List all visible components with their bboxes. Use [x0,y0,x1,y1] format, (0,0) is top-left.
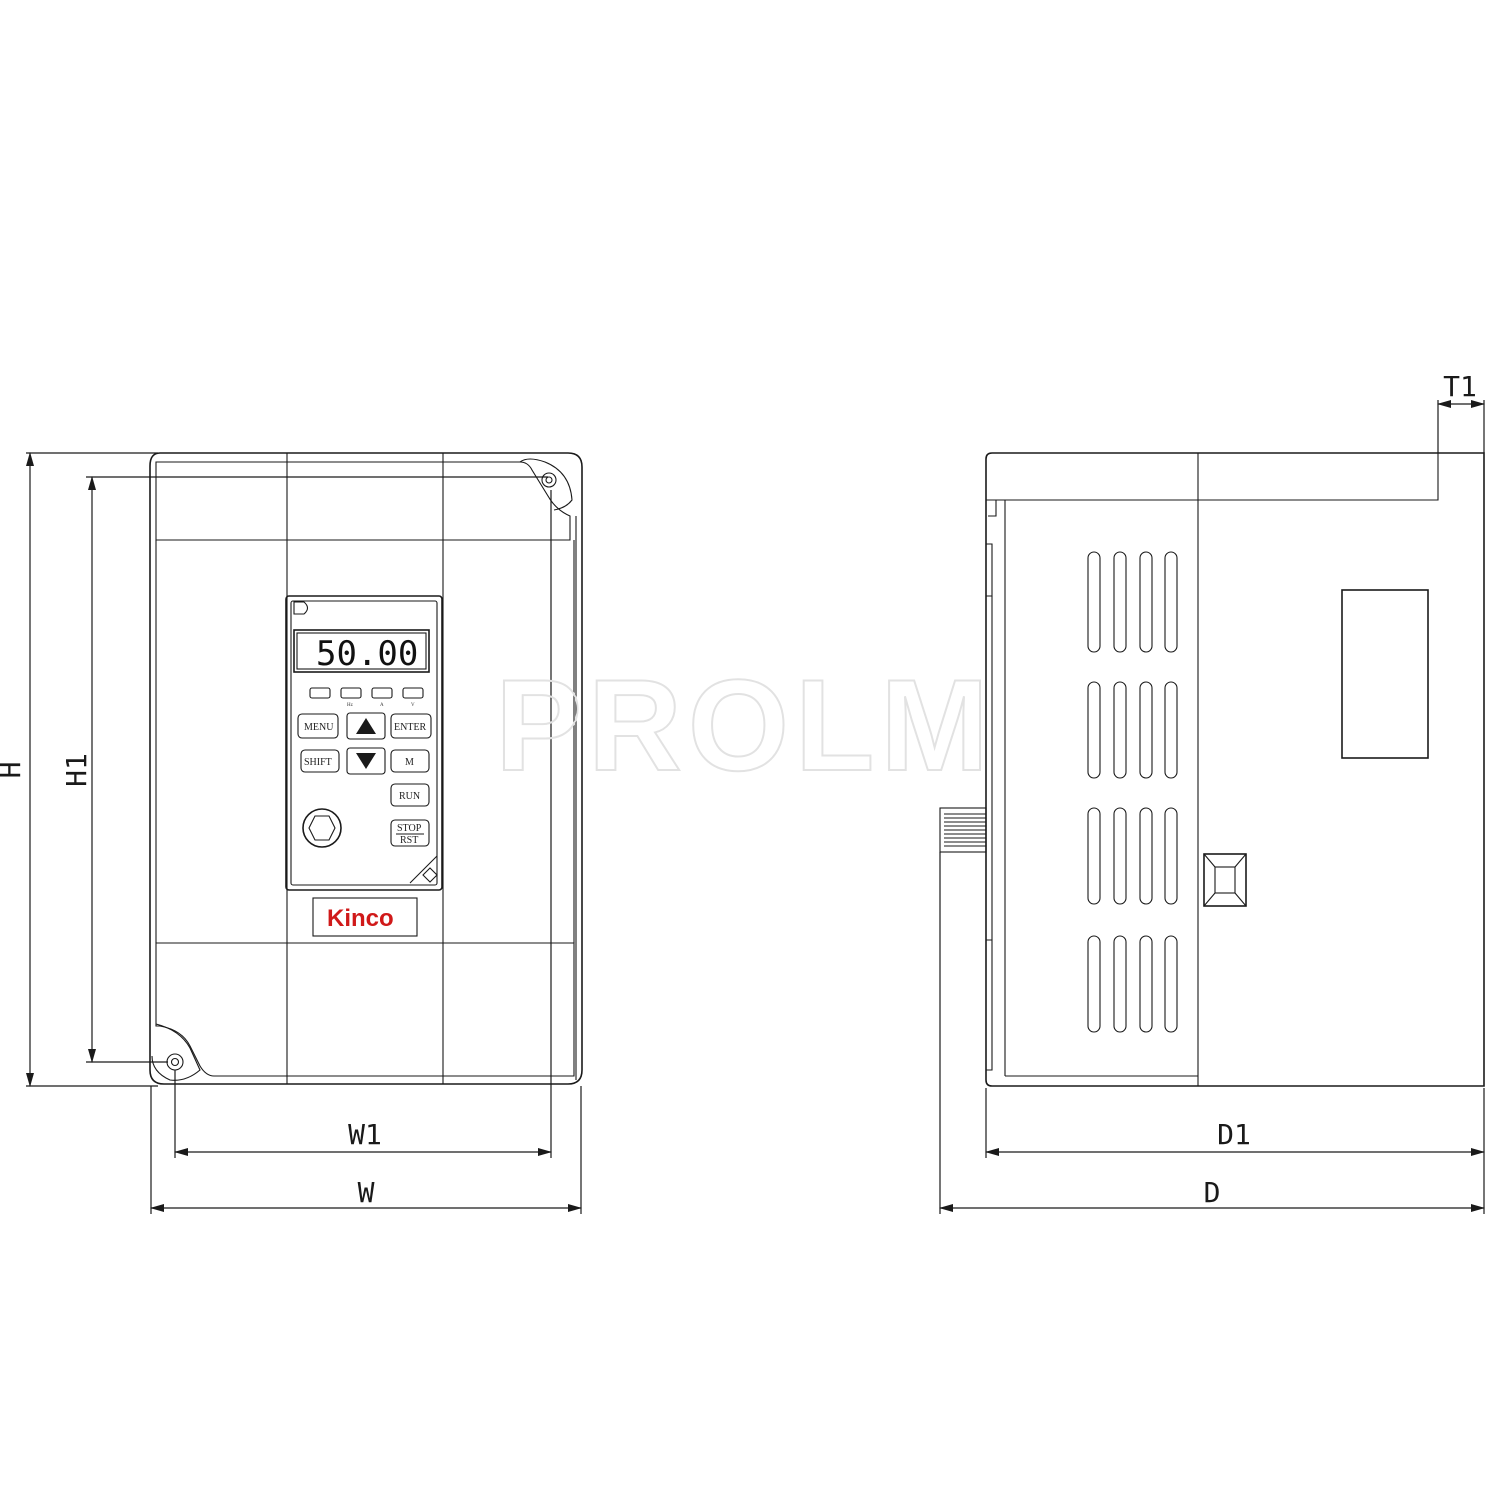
led-v [402,687,424,699]
enter-key-label: ENTER [394,722,427,733]
m-key-label: M [405,757,414,768]
mounting-tab-top [519,458,573,511]
w1-label: W1 [348,1118,382,1151]
lcd-value: 50.00 [316,634,418,674]
mounting-tab-bottom [151,1023,201,1081]
vent-slot [1139,681,1153,779]
vent-slot [1139,935,1153,1033]
enter-key [390,713,432,739]
vent-slot [1113,551,1127,653]
side-housing-outline [985,452,1485,1087]
side-view [939,452,1485,1087]
shift-key [300,749,340,773]
potentiometer-hex [308,815,336,841]
up-arrow-icon [356,718,376,734]
front-bottom-band [155,942,575,1077]
vent-slot [1139,551,1153,653]
stop-key-label: STOP [397,823,422,834]
w-label: W [358,1176,375,1209]
knob-shaft [939,807,987,853]
stop-reset-key [390,819,430,847]
front-housing-outline [149,452,583,1085]
vent-slot [1087,681,1101,779]
down-key [346,747,386,775]
menu-key [297,713,339,739]
run-key-label: RUN [399,791,420,802]
lcd-display-inner [296,632,427,670]
keypad-panel: 50.00 Hz A V MENU ENTER SHIFT M [285,595,443,891]
vent-slot [1087,935,1101,1033]
mounting-hole-top-inner [545,476,553,484]
keypad-diamond-icon [422,867,438,883]
vent-slot [1164,935,1178,1033]
side-top-step [986,453,1439,501]
led-label-hz: Hz [347,703,354,708]
up-key [346,712,386,740]
led-hz [340,687,362,699]
keypad-inner-frame [290,600,438,886]
menu-key-label: MENU [304,722,334,733]
keypad-frame [285,595,443,891]
cable-entry-outer [1203,853,1247,907]
brand-plate [312,897,418,937]
led-label-v: V [411,703,415,708]
led-label-a: A [380,703,384,708]
d1-label: D1 [1217,1118,1251,1151]
side-front-protrusion-lower [986,939,993,1071]
vent-slot [1087,807,1101,905]
side-front-protrusion-upper [986,543,993,597]
front-dimensions: H H1 W1 W [0,452,582,1214]
down-arrow-icon [356,753,376,769]
cable-entry [1203,853,1247,907]
vent-slots [1087,551,1178,1033]
mounting-hole-bottom-inner [170,1057,180,1067]
t1-label: T1 [1443,370,1477,403]
watermark: PROLM [495,652,994,798]
mounting-hole-bottom [166,1053,184,1071]
d-label: D [1204,1176,1221,1209]
reset-key-label: RST [400,835,418,846]
cable-entry-inner [1214,866,1236,894]
keypad-corner-line [409,855,438,884]
lcd-display [293,629,430,673]
m-key [390,749,430,773]
h-label: H [0,762,27,779]
vent-slot [1113,807,1127,905]
h1-label: H1 [60,753,93,787]
vent-slot [1113,935,1127,1033]
brand-logo: Kinco [327,905,394,932]
side-label-area [1341,589,1429,759]
vent-slot [1113,681,1127,779]
run-key [390,783,430,807]
side-dimensions: T1 D1 D [939,370,1485,1214]
vent-slot [1164,551,1178,653]
potentiometer-knob [302,808,342,848]
vent-slot [1087,551,1101,653]
vent-slot [1164,807,1178,905]
keypad-notch-icon [293,601,309,615]
vent-slot [1139,807,1153,905]
led-run [309,687,331,699]
led-a [371,687,393,699]
front-top-band [155,461,571,541]
shift-key-label: SHIFT [304,757,332,768]
mounting-hole-top [541,472,557,488]
front-view: 50.00 Hz A V MENU ENTER SHIFT M [149,452,583,1085]
side-top-step-inner [988,500,997,517]
vent-slot [1164,681,1178,779]
